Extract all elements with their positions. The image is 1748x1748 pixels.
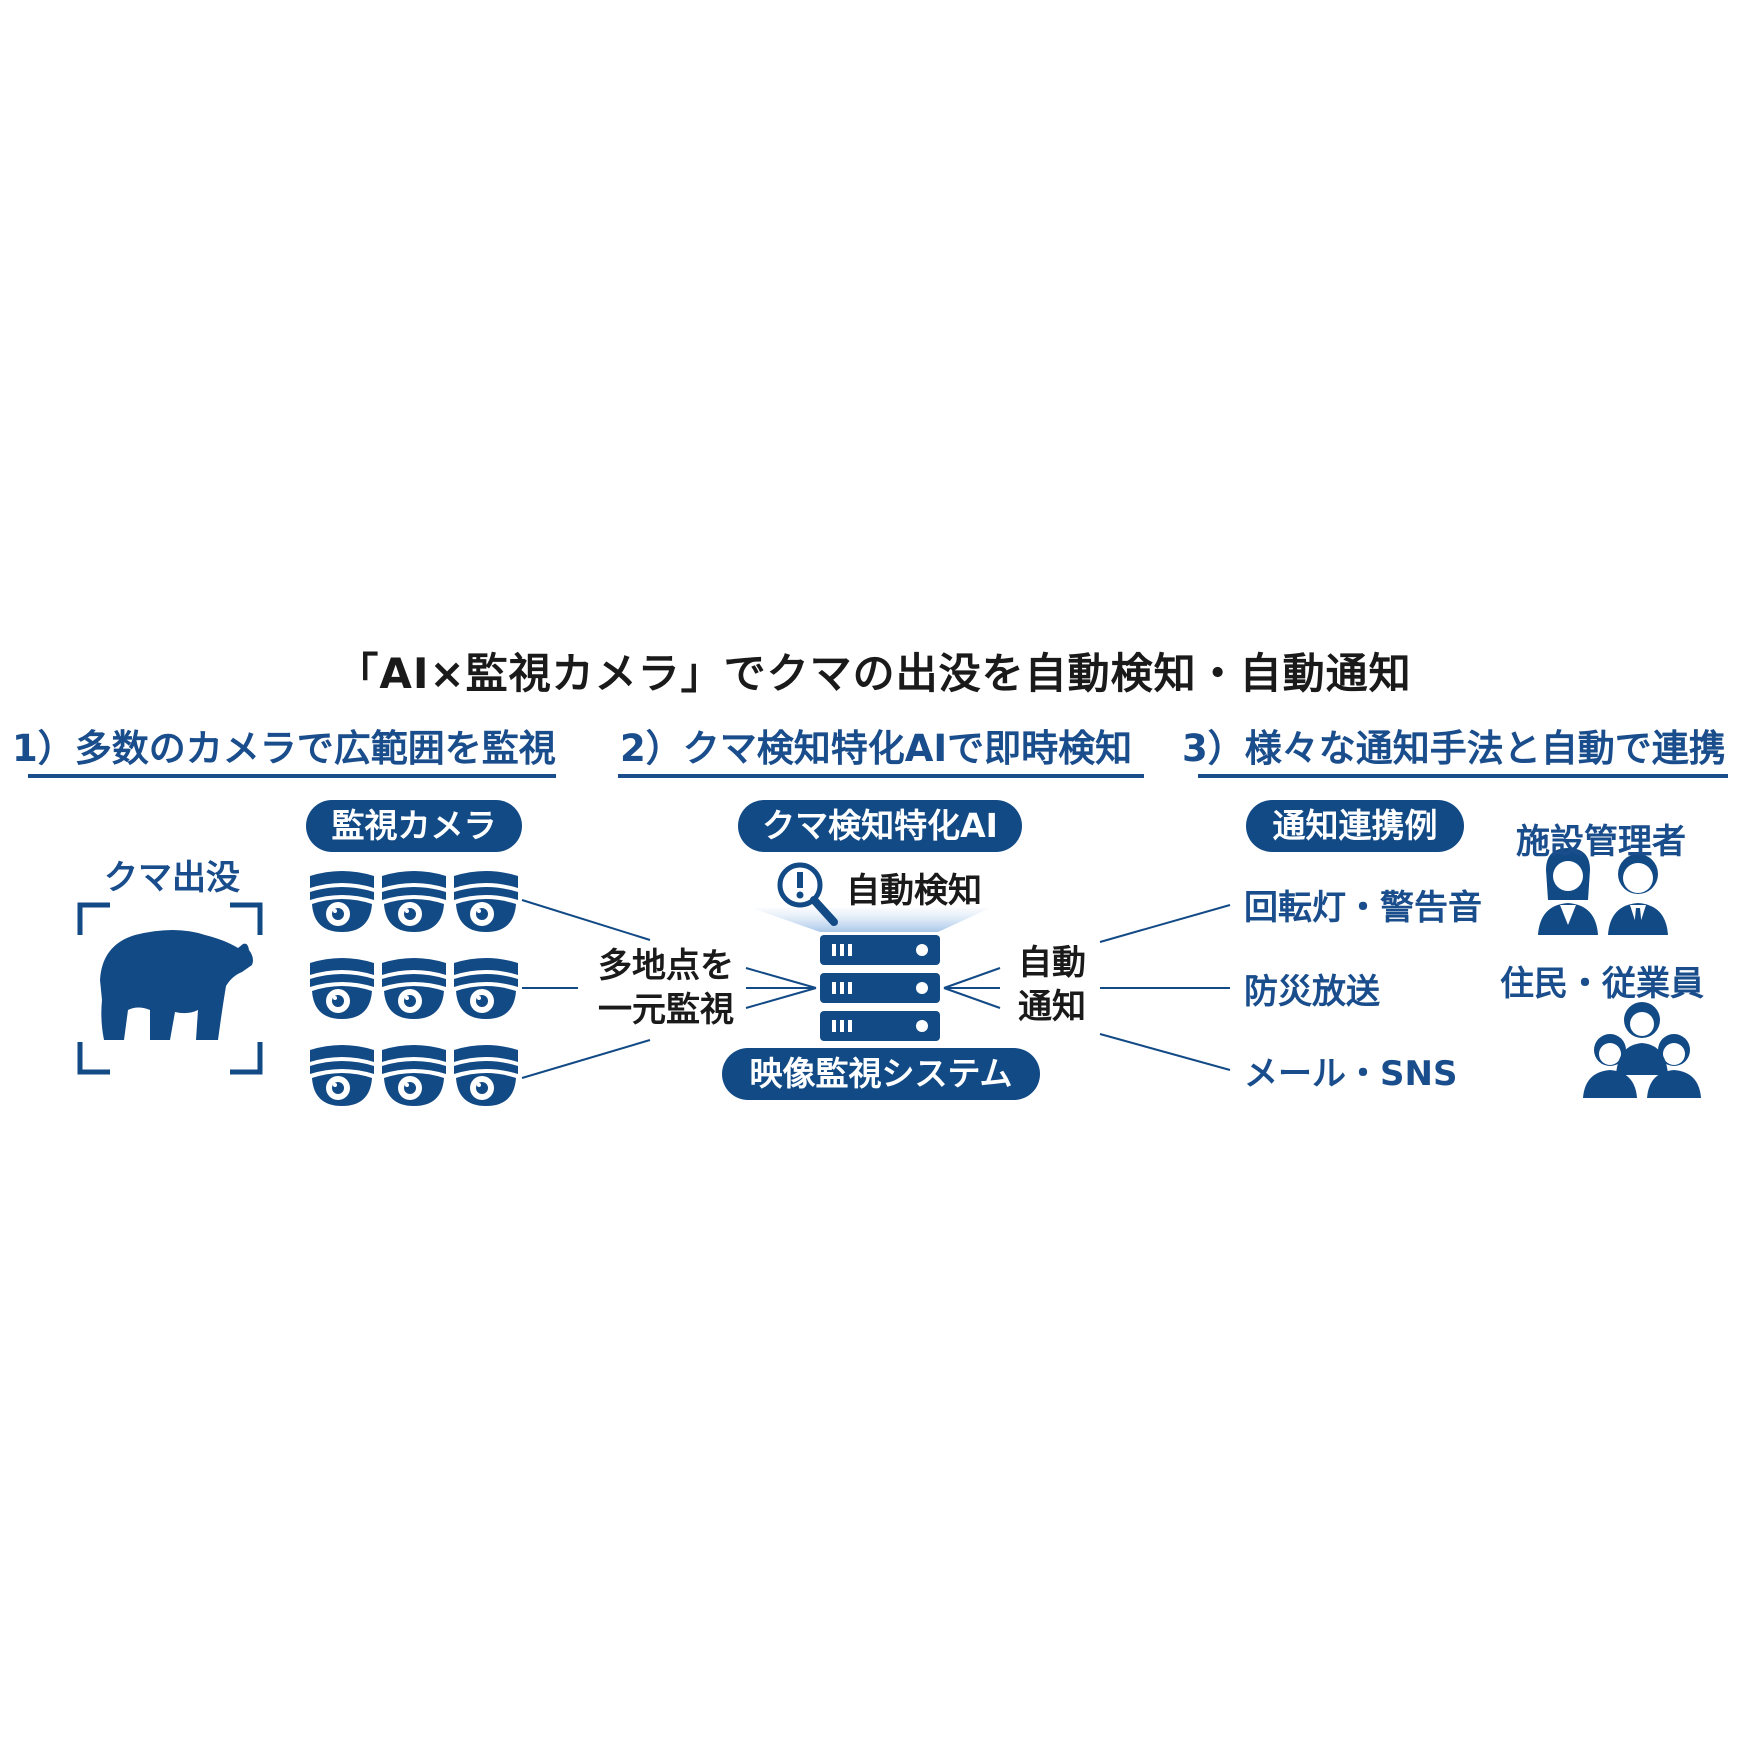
- camera-grid: [310, 871, 518, 1106]
- ai-pill: クマ検知特化AI: [738, 800, 1022, 852]
- camera-lines: [521, 899, 651, 1079]
- dome-camera-icon: [382, 871, 446, 932]
- method-item: メール・SNS: [1244, 1054, 1458, 1094]
- notify-pill: 通知連携例: [1246, 800, 1464, 852]
- notify-lines: [943, 967, 1001, 1009]
- dome-camera-icon: [454, 871, 518, 932]
- magnifier-alert-icon: [777, 862, 838, 926]
- camera-pill: 監視カメラ: [306, 800, 522, 852]
- dome-camera-icon: [382, 958, 446, 1019]
- notify-label-line2: 通知: [1018, 987, 1086, 1027]
- dome-camera-icon: [310, 958, 374, 1019]
- method-lines: [1099, 904, 1231, 1071]
- dome-camera-icon: [310, 871, 374, 932]
- section-rule-1: [28, 774, 556, 778]
- section-heading-2: 2）クマ検知特化AIで即時検知: [620, 727, 1133, 770]
- manager-icon: [1538, 848, 1668, 935]
- monitor-lines: [745, 967, 817, 1009]
- monitor-label-line1: 多地点を: [598, 946, 734, 986]
- monitor-label-line2: 一元監視: [598, 990, 734, 1030]
- dome-camera-icon: [310, 1045, 374, 1106]
- auto-detect-label: 自動検知: [846, 871, 982, 911]
- section-rule-3: [1198, 774, 1728, 778]
- dome-camera-icon: [454, 1045, 518, 1106]
- section-heading-1: 1）多数のカメラで広範囲を監視: [12, 727, 556, 770]
- notify-label-line1: 自動: [1018, 943, 1086, 983]
- scan-beam: [752, 908, 990, 932]
- dome-camera-icon: [454, 958, 518, 1019]
- method-item: 回転灯・警告音: [1244, 888, 1482, 928]
- section-heading-3: 3）様々な通知手法と自動で連携: [1182, 727, 1726, 770]
- bear-icon: [100, 930, 253, 1040]
- residents-icon: [1583, 1002, 1701, 1098]
- bear-frame: [77, 902, 263, 1075]
- bear-appearance-label: クマ出没: [104, 858, 240, 898]
- page-title: 「AI×監視カメラ」でクマの出没を自動検知・自動通知: [336, 649, 1412, 698]
- recipient-residents-label: 住民・従業員: [1500, 964, 1704, 1004]
- server-icon: [820, 935, 940, 1041]
- recipient-managers-label: 施設管理者: [1516, 822, 1686, 862]
- system-pill: 映像監視システム: [722, 1048, 1040, 1100]
- method-item: 防災放送: [1244, 972, 1380, 1012]
- section-rule-2: [618, 774, 1144, 778]
- dome-camera-icon: [382, 1045, 446, 1106]
